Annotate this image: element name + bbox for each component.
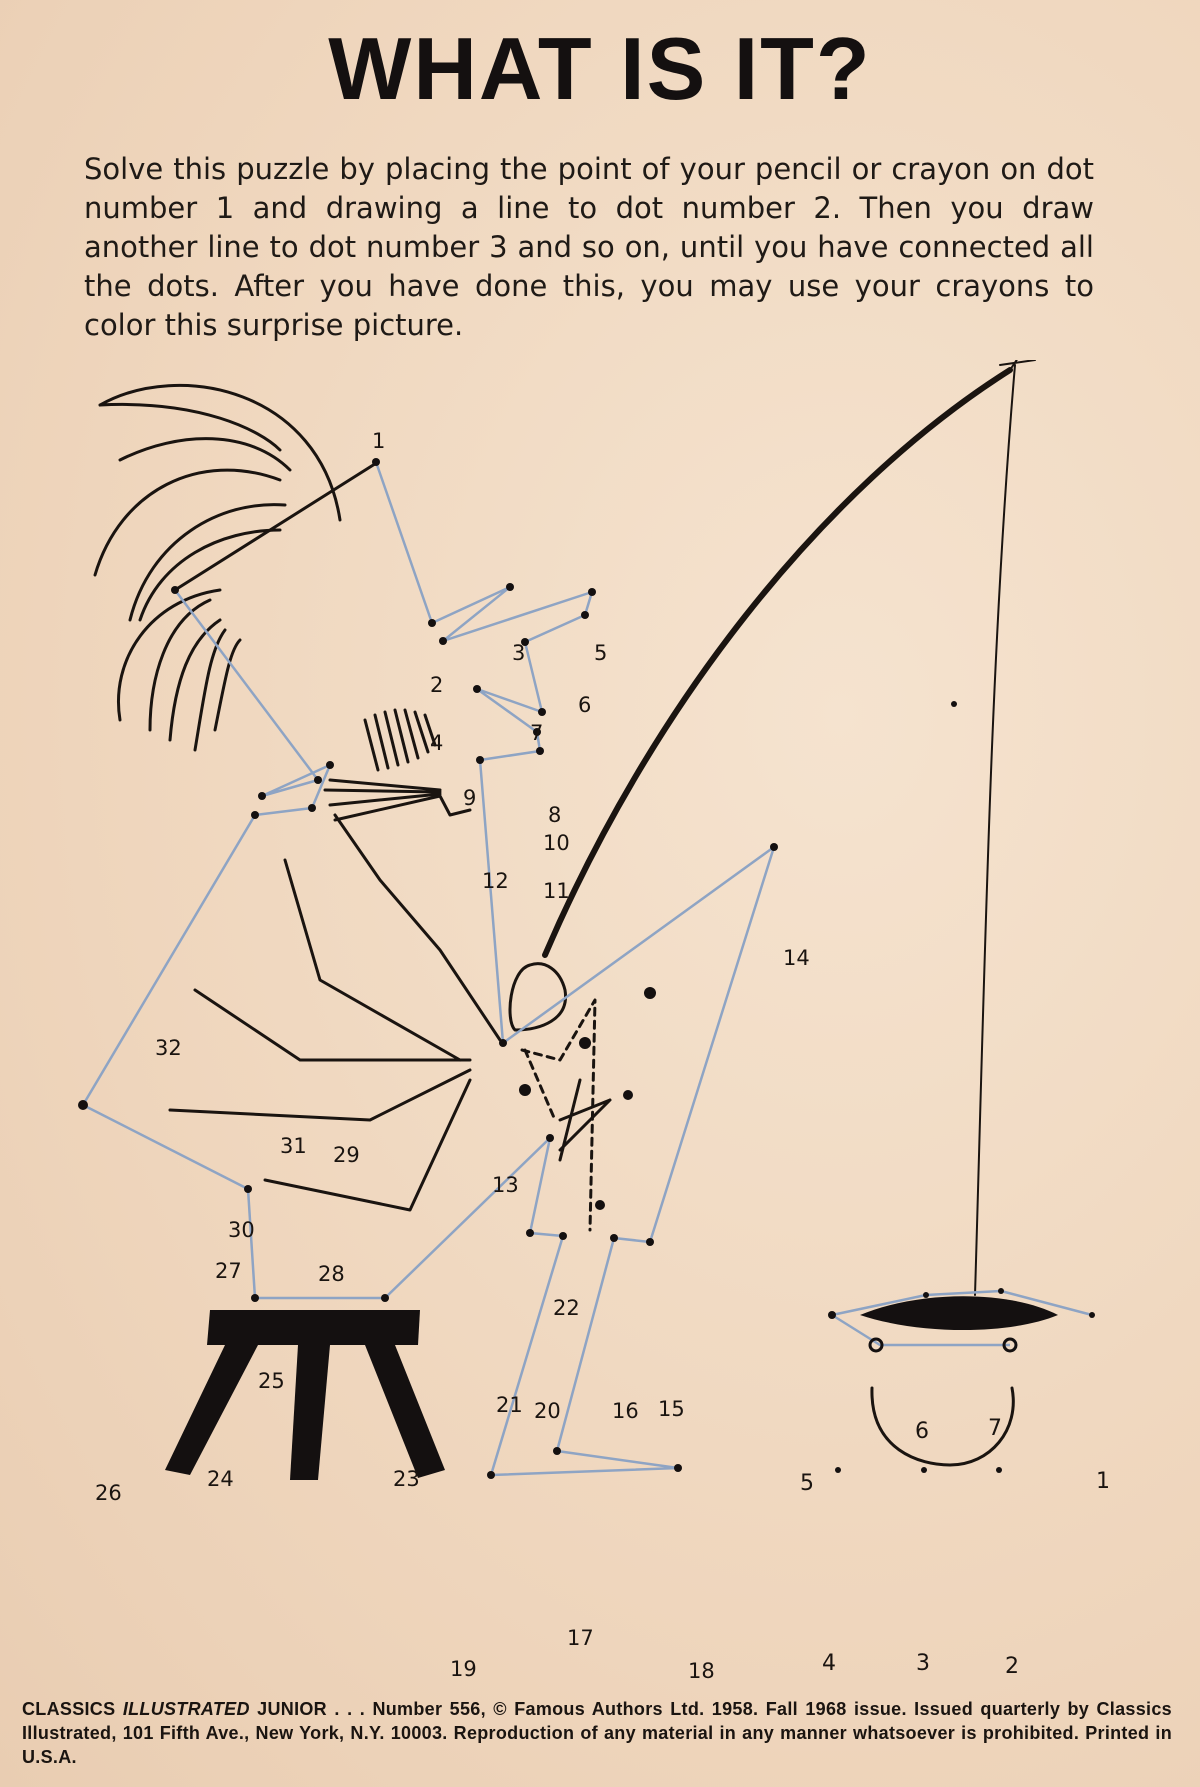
figure-dot-label: 15 [658,1397,685,1421]
figure-dot-label: 19 [450,1657,477,1681]
bowl-dot-label: 2 [1005,1654,1019,1679]
figure-dot-label: 10 [543,831,570,855]
figure-dot-label: 22 [553,1296,580,1320]
figure-dot-label: 25 [258,1369,285,1393]
stool-leg-left [165,1345,258,1475]
figure-dot-label: 31 [280,1134,307,1158]
stool-leg-center [290,1345,330,1480]
figure-dot-label: 9 [463,786,476,810]
figure-dot-label: 26 [95,1481,122,1505]
figure-dot-label: 28 [318,1262,345,1286]
bowl [870,1386,1015,1467]
figure-dot-label: 4 [430,731,443,755]
fishing-rod [542,367,1013,958]
fishing-line [974,364,1016,1296]
bowl-opening [860,1296,1058,1330]
instructions-text: Solve this puzzle by placing the point o… [84,152,1094,342]
figure-dot-label: 13 [492,1173,519,1197]
leg-lines [558,1078,612,1162]
rod-tip-line [999,360,1036,371]
bowl-dot-label: 4 [822,1651,836,1676]
page-title: WHAT IS IT? [328,19,872,118]
hand [508,962,567,1032]
footer-text: . . . Number 556, © Famous Authors Ltd. … [22,1699,1172,1767]
figure-dot-label: 24 [207,1467,234,1491]
publication-footer: CLASSICS ILLUSTRATED JUNIOR . . . Number… [22,1697,1172,1769]
connected-path [81,461,776,1477]
bowl-connected-path [830,1289,1093,1347]
figure-dot-label: 27 [215,1259,242,1283]
bowl-dot-label: 1 [1096,1469,1110,1494]
figure-dot-label: 5 [594,641,607,665]
figure-dot-label: 18 [688,1659,715,1683]
footer-brand-italic: ILLUSTRATED [122,1699,250,1719]
dashed-leg [520,998,597,1232]
figure-dot-label: 16 [612,1399,639,1423]
figure-dot-label: 23 [393,1467,420,1491]
figure-dot-label: 11 [543,879,570,903]
bowl-dot-label: 7 [988,1416,1002,1441]
eye-hatching [363,708,437,772]
stool-leg-right [365,1345,445,1478]
figure-dot-label: 3 [512,641,525,665]
figure-dot-label: 6 [578,693,591,717]
figure-dot-label: 2 [430,673,443,697]
figure-dot-label: 7 [530,721,543,745]
feather-plume [93,383,342,752]
figure-dot-label: 8 [548,803,561,827]
nose-lines [323,778,472,822]
figure-dot-label: 30 [228,1218,255,1242]
figure-dot-label: 29 [333,1143,360,1167]
footer-brand-end: JUNIOR [257,1699,327,1719]
figure-dot-label: 12 [482,869,509,893]
bowl-dot-label: 3 [916,1651,930,1676]
coat-lines [168,813,502,1212]
figure-dot-label: 21 [496,1393,523,1417]
hat-outline [173,460,380,592]
figure-dot-label: 1 [372,429,385,453]
stool-seat [207,1310,420,1345]
figure-dot-label: 17 [567,1626,594,1650]
footer-brand: CLASSICS [22,1699,116,1719]
bowl-dot-label: 6 [915,1419,929,1444]
bowl-dot-label: 5 [800,1471,814,1496]
figure-dot-label: 14 [783,946,810,970]
figure-dot-label: 32 [155,1036,182,1060]
dot-to-dot-illustration: 1 2 3 4 5 6 7 8 9 10 11 12 13 14 15 16 1… [78,360,1110,1683]
figure-dot-label: 20 [534,1399,561,1423]
